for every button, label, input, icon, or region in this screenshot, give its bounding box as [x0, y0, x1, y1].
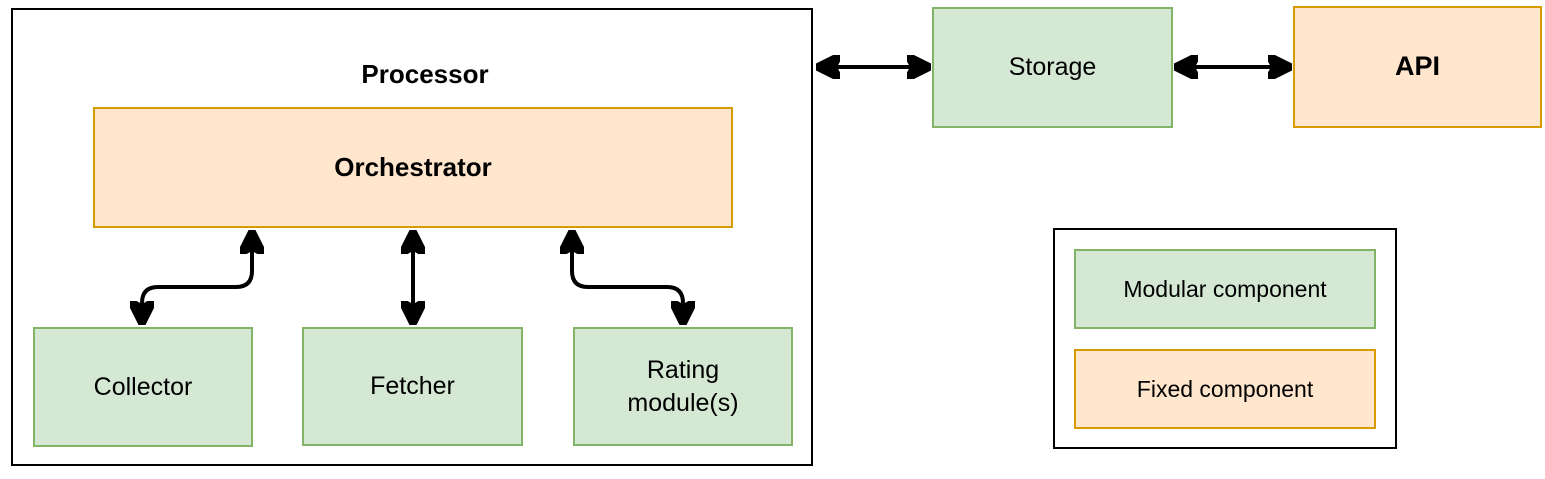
processor-title: Processor [361, 58, 489, 89]
legend-fixed-component: Fixed component [1074, 349, 1376, 429]
collector-label: Collector [93, 372, 193, 401]
collector-node: Collector [33, 327, 253, 447]
orchestrator-label: Orchestrator [334, 151, 492, 182]
rating-modules-node: Rating module(s) [573, 327, 793, 446]
storage-label: Storage [1008, 53, 1097, 82]
rating-modules-label: Rating module(s) [627, 356, 739, 417]
fetcher-label: Fetcher [370, 372, 455, 401]
legend-box: Modular component Fixed component [1053, 228, 1397, 449]
legend-modular-component: Modular component [1074, 249, 1376, 329]
api-label: API [1394, 51, 1440, 82]
legend-modular-label: Modular component [1123, 275, 1327, 302]
legend-fixed-label: Fixed component [1136, 375, 1314, 402]
fetcher-node: Fetcher [302, 327, 523, 446]
api-node: API [1293, 6, 1542, 128]
storage-node: Storage [932, 7, 1173, 128]
orchestrator-node: Orchestrator [93, 107, 733, 228]
